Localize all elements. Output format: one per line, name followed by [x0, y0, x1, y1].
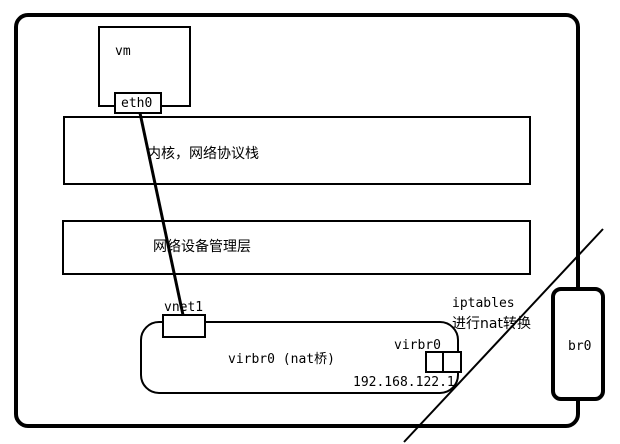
virbr0-nat-label: virbr0 (nat桥) [228, 352, 335, 367]
eth0-port [114, 92, 162, 114]
eth0-label: eth0 [121, 96, 152, 111]
device-mgmt-layer [62, 220, 531, 275]
virbr0-label: virbr0 [394, 338, 441, 353]
nat-translation-label: 进行nat转换 [452, 315, 531, 332]
br0-label: br0 [568, 339, 591, 354]
host-boundary [14, 13, 580, 428]
vm-label: vm [115, 44, 131, 59]
kernel-stack-label: 内核，网络协议栈 [147, 146, 259, 162]
vnet1-label: vnet1 [164, 300, 203, 315]
iptables-label: iptables [452, 296, 515, 311]
vnet1-port [162, 314, 206, 338]
device-mgmt-label: 网络设备管理层 [153, 238, 251, 255]
kernel-stack-layer [63, 116, 531, 185]
nat-boundary-line [403, 228, 604, 443]
br0-bridge [551, 287, 605, 401]
eth0-vnet1-link [138, 112, 185, 316]
virbr0-ip: 192.168.122.1 [353, 375, 455, 390]
